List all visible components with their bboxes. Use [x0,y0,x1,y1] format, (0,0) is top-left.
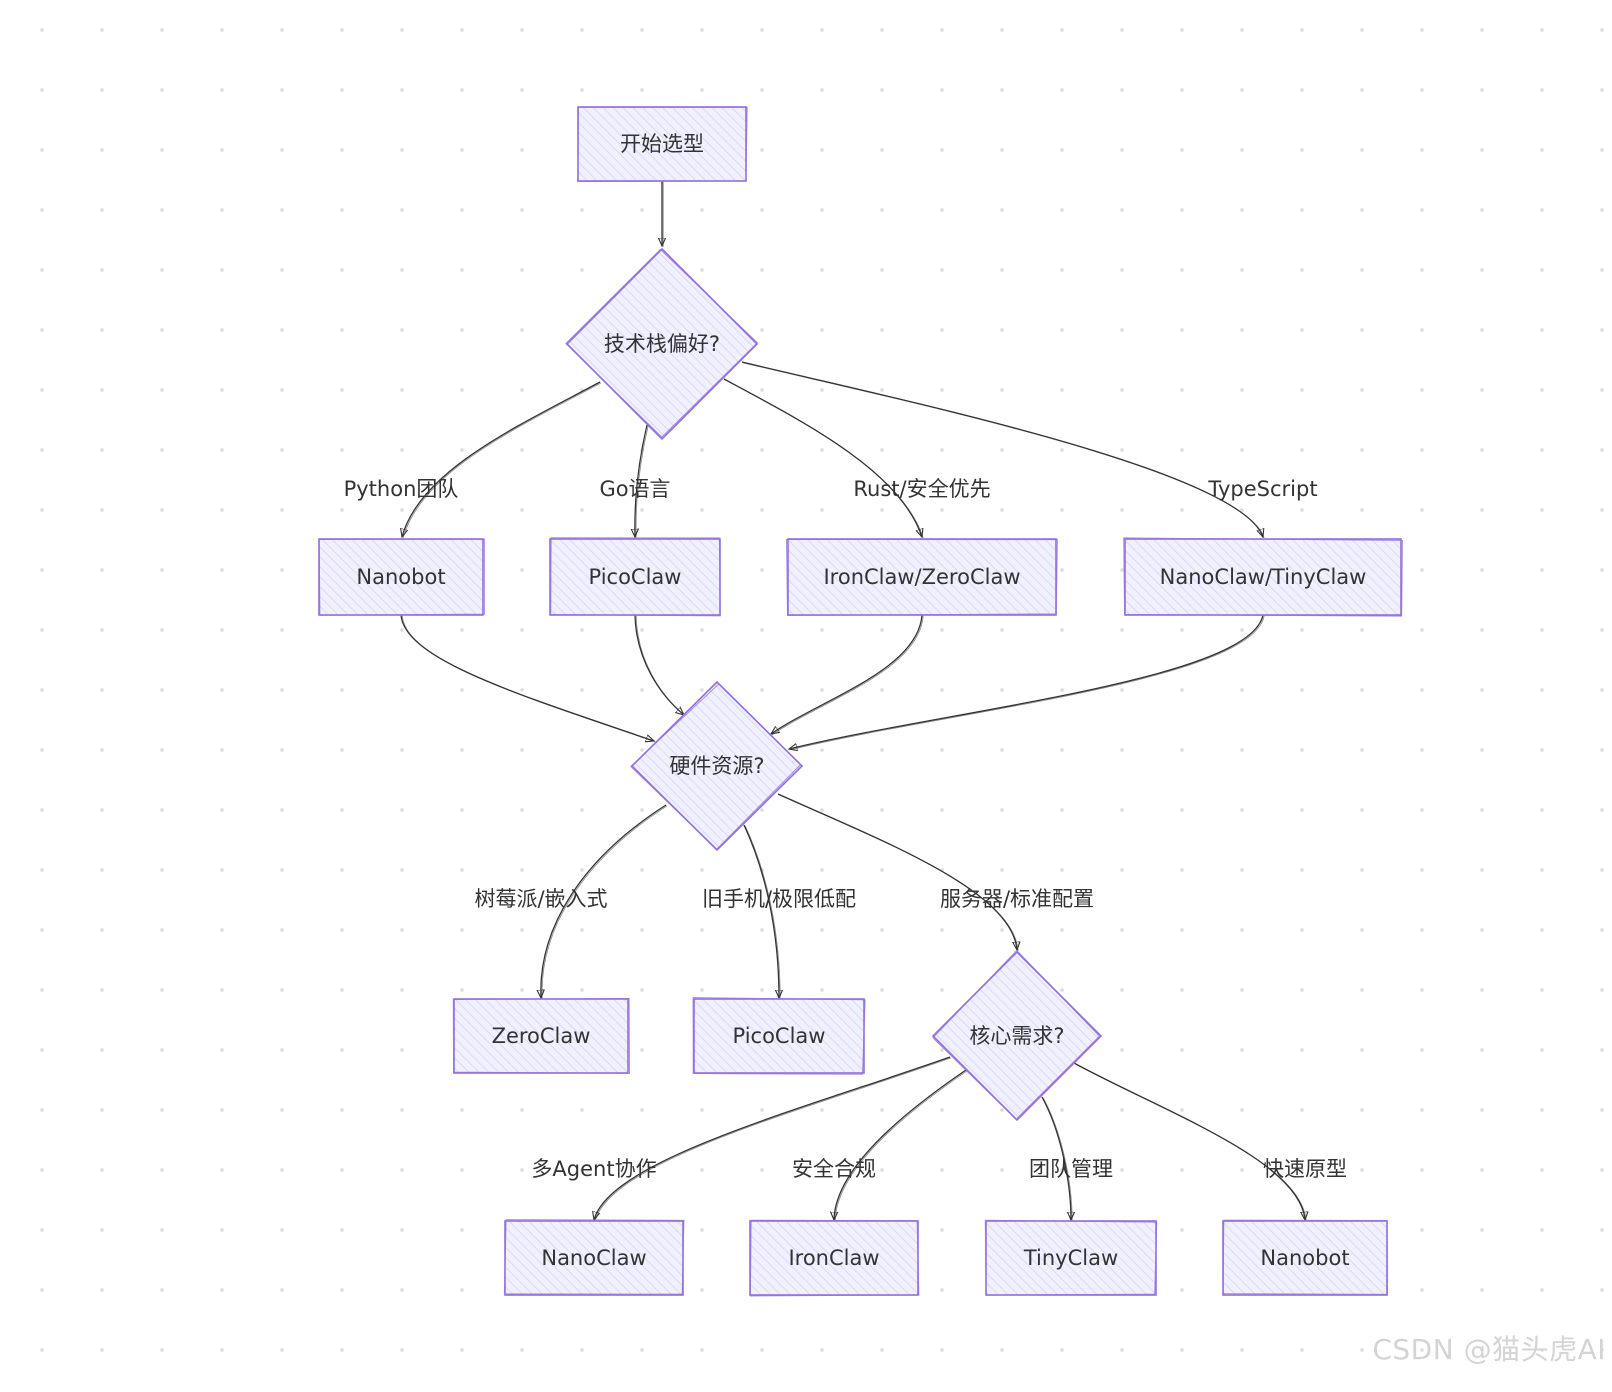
edge-sketch-stroke [743,363,1264,538]
node-label: 核心需求? [969,1024,1064,1048]
edge-sketch-stroke [772,616,923,735]
node-picoclaw1[interactable]: PicoClaw [550,538,720,616]
edge-core-to-nanoclaw [594,1057,951,1221]
node-core[interactable]: 核心需求? [933,950,1101,1120]
node-ironzero[interactable]: IronClaw/ZeroClaw [787,539,1058,615]
edge-line [594,1057,950,1220]
node-nanotiny[interactable]: NanoClaw/TinyClaw [1124,538,1403,616]
node-nanobot2[interactable]: Nanobot [1223,1220,1388,1295]
edge-label: Python团队 [344,477,459,501]
edge-line [724,379,922,537]
edge-line [401,615,654,741]
node-label: 硬件资源? [669,754,764,778]
node-nanoclaw[interactable]: NanoClaw [504,1220,684,1295]
edge-tech-to-nanobot1 [402,382,601,538]
edge-hardware-to-core [778,794,1018,951]
edge-label: 安全合规 [792,1157,876,1181]
edge-ironzero-to-hardware [771,615,923,735]
edge-sketch-stroke [402,616,655,742]
edge-label: 团队管理 [1029,1157,1113,1181]
edge-core-to-nanobot2 [1074,1063,1306,1221]
edge-sketch-stroke [745,826,780,999]
edge-start-to-tech [662,181,663,247]
node-label: TinyClaw [1023,1246,1118,1270]
node-zeroclaw[interactable]: ZeroClaw [453,998,629,1073]
edge-line [635,615,684,715]
edge-sketch-stroke [403,383,601,538]
node-label: NanoClaw/TinyClaw [1160,565,1367,589]
edge-line [1074,1063,1305,1220]
edge-line [778,794,1017,950]
edge-sketch-stroke [595,1058,951,1221]
edge-label: 快速原型 [1263,1157,1347,1181]
edge-nanobot1-to-hardware [401,615,655,742]
node-label: PicoClaw [733,1024,826,1048]
edge-label: Rust/安全优先 [853,477,990,501]
node-label: ZeroClaw [492,1024,591,1048]
node-label: IronClaw/ZeroClaw [823,565,1020,589]
node-tinyclaw[interactable]: TinyClaw [985,1220,1157,1295]
edge-line [789,615,1263,749]
edge-line [744,825,779,998]
edge-nanotiny-to-hardware [789,615,1264,750]
edge-sketch-stroke [636,616,685,716]
node-start[interactable]: 开始选型 [578,107,747,182]
edge-sketch-stroke [779,795,1018,951]
edge-label: 树莓派/嵌入式 [474,887,607,911]
node-nanobot1[interactable]: Nanobot [319,539,484,615]
node-label: IronClaw [788,1246,879,1270]
node-label: 开始选型 [620,132,704,156]
edge-label: Go语言 [599,477,670,501]
edge-label: 旧手机/极限低配 [702,887,856,911]
edge-label: 多Agent协作 [531,1157,656,1181]
edge-line [402,382,600,537]
edge-label: TypeScript [1207,477,1317,501]
edge-line [742,362,1263,537]
node-label: Nanobot [356,565,445,589]
node-tech[interactable]: 技术栈偏好? [566,249,758,439]
node-hardware[interactable]: 硬件资源? [631,682,802,850]
node-label: Nanobot [1260,1246,1349,1270]
node-picoclaw2[interactable]: PicoClaw [693,998,865,1075]
edge-hardware-to-picoclaw2 [744,825,780,999]
node-label: PicoClaw [589,565,682,589]
edge-line [771,615,922,734]
edge-sketch-stroke [1075,1064,1306,1221]
watermark: CSDN @猫头虎AI [1372,1328,1606,1368]
edge-tech-to-ironzero [724,379,923,538]
edge-label: 服务器/标准配置 [940,887,1094,911]
node-label: 技术栈偏好? [604,332,720,356]
edge-tech-to-nanotiny [742,362,1264,538]
edge-line [834,1070,966,1220]
edge-sketch-stroke [725,380,923,538]
edge-core-to-ironclaw [834,1070,967,1221]
edge-picoclaw1-to-hardware [635,615,685,716]
edge-sketch-stroke [835,1071,967,1221]
node-ironclaw[interactable]: IronClaw [750,1220,919,1296]
node-label: NanoClaw [541,1246,646,1270]
